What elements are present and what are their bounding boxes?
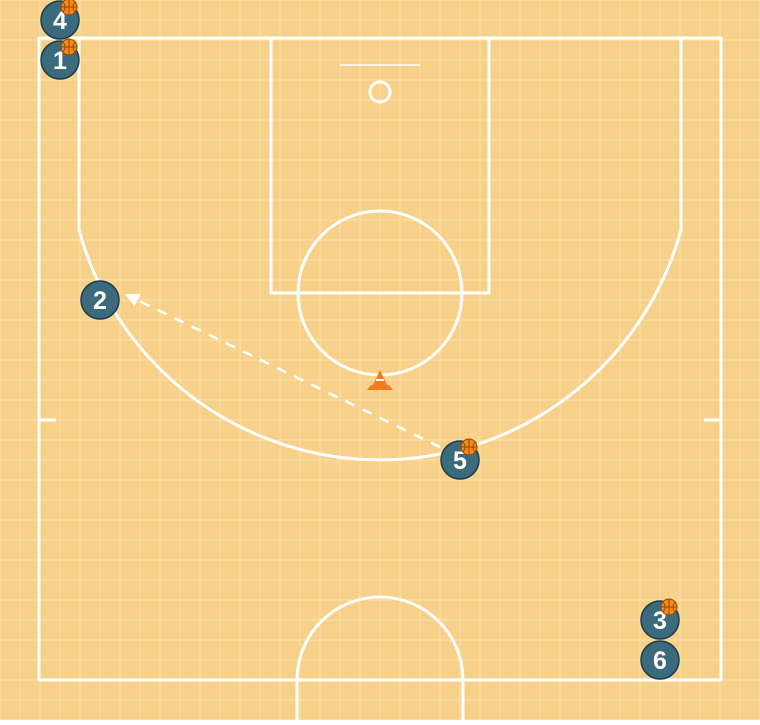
player-number: 2 bbox=[93, 287, 107, 315]
player-6-marker[interactable]: 6 bbox=[640, 640, 680, 680]
basketball-icon bbox=[460, 438, 478, 456]
cone-body bbox=[372, 370, 388, 387]
player-number: 5 bbox=[453, 447, 467, 475]
players-layer: 1 4 2 5 6 3 bbox=[40, 0, 680, 680]
pass-line[interactable] bbox=[130, 295, 441, 449]
basketball-icon bbox=[60, 0, 78, 16]
pass-layer bbox=[125, 293, 441, 449]
player-token bbox=[640, 640, 680, 680]
player-1-marker[interactable]: 1 bbox=[40, 38, 80, 80]
basket-rim bbox=[368, 80, 392, 104]
player-number: 4 bbox=[53, 7, 67, 35]
basketball-icon bbox=[660, 598, 678, 616]
player-number: 6 bbox=[653, 647, 667, 675]
player-5-marker[interactable]: 5 bbox=[440, 438, 480, 480]
paint-key bbox=[269, 36, 491, 295]
court-lines bbox=[37, 36, 723, 720]
player-2-marker[interactable]: 2 bbox=[80, 280, 120, 320]
player-4-marker[interactable]: 4 bbox=[40, 0, 80, 40]
player-number: 3 bbox=[653, 607, 667, 635]
pass-arrowhead bbox=[125, 293, 141, 307]
basketball-icon bbox=[60, 38, 78, 56]
traffic-cone-icon[interactable] bbox=[367, 370, 393, 390]
player-token bbox=[80, 280, 120, 320]
player-3-marker[interactable]: 3 bbox=[640, 598, 680, 640]
three-point-line bbox=[77, 38, 683, 462]
center-circle bbox=[295, 595, 465, 681]
player-number: 1 bbox=[53, 47, 67, 75]
